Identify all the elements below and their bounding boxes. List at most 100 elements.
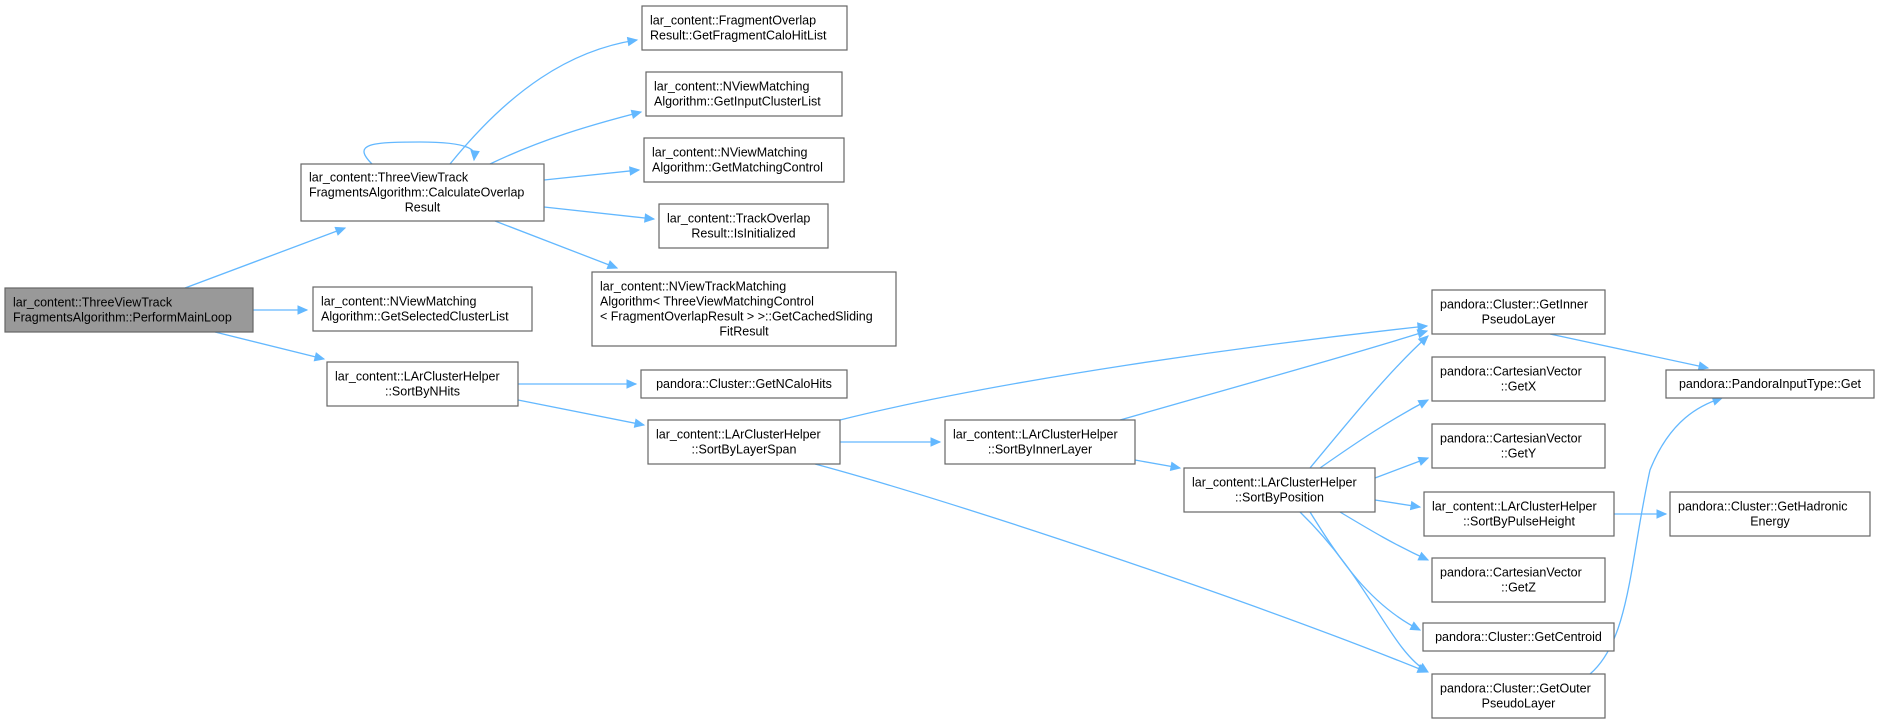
node-box <box>647 419 841 465</box>
arrowhead <box>470 150 480 162</box>
edge-position-to-getz <box>1339 511 1430 561</box>
node-pulse[interactable]: lar_content::LArClusterHelper::SortByPul… <box>1423 491 1615 537</box>
node-label: ::SortByPosition <box>1235 491 1324 505</box>
node-getz[interactable]: pandora::CartesianVector::GetZ <box>1431 557 1606 603</box>
edge-calc-to-fragcalo <box>449 36 639 165</box>
edge-line <box>494 220 618 269</box>
edge-calc-to-calc <box>363 141 480 165</box>
edge-position-to-getinner <box>1309 335 1429 469</box>
node-centroid[interactable]: pandora::Cluster::GetCentroid <box>1422 622 1615 652</box>
node-label: pandora::PandoraInputType::Get <box>1679 377 1862 391</box>
node-label: ::SortByNHits <box>385 385 460 399</box>
arrowhead <box>1656 509 1668 519</box>
node-label: FitResult <box>719 325 769 339</box>
node-box <box>1665 369 1875 399</box>
node-label: lar_content::TrackOverlap <box>667 212 810 226</box>
arrowhead <box>1417 456 1430 466</box>
edge-line <box>1339 511 1429 561</box>
node-box <box>312 286 533 332</box>
node-box <box>1431 356 1606 402</box>
node-label: Algorithm< ThreeViewMatchingControl <box>600 295 814 309</box>
edge-calc-to-getmatch <box>543 166 641 181</box>
node-label: ::GetZ <box>1501 581 1536 595</box>
edge-line <box>489 111 642 165</box>
node-label: lar_content::ThreeViewTrack <box>13 296 173 310</box>
node-getx[interactable]: pandora::CartesianVector::GetX <box>1431 356 1606 402</box>
node-isinit[interactable]: lar_content::TrackOverlapResult::IsIniti… <box>658 203 829 249</box>
node-layerspan[interactable]: lar_content::LArClusterHelper::SortByLay… <box>647 419 841 465</box>
node-label: ::SortByPulseHeight <box>1463 515 1575 529</box>
node-label: ::SortByInnerLayer <box>988 443 1092 457</box>
node-sortnhits[interactable]: lar_content::LArClusterHelper::SortByNHi… <box>326 361 519 407</box>
edge-position-to-getouter <box>1299 511 1430 673</box>
arrowhead <box>297 305 309 315</box>
node-box <box>326 361 519 407</box>
node-label: FragmentsAlgorithm::PerformMainLoop <box>13 311 232 325</box>
node-box <box>591 271 897 347</box>
node-position[interactable]: lar_content::LArClusterHelper::SortByPos… <box>1183 467 1376 513</box>
node-label: ::GetX <box>1501 380 1537 394</box>
edge-calc-to-getinput <box>489 109 643 165</box>
node-label: Result::GetFragmentCaloHitList <box>650 29 827 43</box>
arrowhead <box>930 437 942 447</box>
node-label: ::GetY <box>1501 447 1537 461</box>
arrowhead <box>630 109 643 119</box>
arrowhead <box>1169 461 1182 472</box>
edge-line <box>449 39 638 165</box>
node-label: lar_content::NViewMatching <box>652 146 807 160</box>
node-getncalo[interactable]: pandora::Cluster::GetNCaloHits <box>640 369 848 399</box>
node-perform[interactable]: lar_content::ThreeViewTrackFragmentsAlgo… <box>4 287 254 333</box>
node-box <box>641 5 848 51</box>
node-label: pandora::Cluster::GetCentroid <box>1435 630 1602 644</box>
edge-line <box>363 141 476 165</box>
edge-line <box>1549 333 1709 369</box>
node-getsel[interactable]: lar_content::NViewMatchingAlgorithm::Get… <box>312 286 533 332</box>
node-label: pandora::Cluster::GetNCaloHits <box>656 377 832 391</box>
edge-position-to-pulse <box>1374 499 1422 511</box>
node-calc[interactable]: lar_content::ThreeViewTrackFragmentsAlgo… <box>300 163 545 222</box>
node-pget[interactable]: pandora::PandoraInputType::Get <box>1665 369 1875 399</box>
arrowhead <box>629 166 641 176</box>
node-label: PseudoLayer <box>1482 697 1556 711</box>
node-box <box>1431 557 1606 603</box>
node-label: lar_content::LArClusterHelper <box>1192 476 1357 490</box>
arrowhead <box>1417 399 1430 409</box>
arrowhead <box>1417 662 1430 673</box>
node-box <box>1431 423 1606 469</box>
node-box <box>1422 622 1615 652</box>
nodes-layer: lar_content::ThreeViewTrackFragmentsAlgo… <box>4 5 1875 719</box>
edge-line <box>1309 511 1421 631</box>
node-label: < FragmentOverlapResult > >::GetCachedSl… <box>600 310 873 324</box>
node-label: lar_content::NViewMatching <box>321 295 476 309</box>
node-gety[interactable]: pandora::CartesianVector::GetY <box>1431 423 1606 469</box>
node-label: pandora::CartesianVector <box>1440 365 1582 379</box>
node-fragcalo[interactable]: lar_content::FragmentOverlapResult::GetF… <box>641 5 848 51</box>
node-getinput[interactable]: lar_content::NViewMatchingAlgorithm::Get… <box>645 71 843 117</box>
edge-perform-to-getsel <box>253 305 309 315</box>
node-label: pandora::Cluster::GetInner <box>1440 298 1588 312</box>
node-cached[interactable]: lar_content::NViewTrackMatchingAlgorithm… <box>591 271 897 347</box>
node-label: Energy <box>1750 515 1790 529</box>
edge-line <box>517 399 645 426</box>
arrowhead <box>334 226 347 236</box>
edge-calc-to-cached <box>494 220 619 270</box>
edge-line <box>1119 330 1428 421</box>
edge-line <box>814 463 1428 673</box>
edge-position-to-centroid <box>1309 511 1422 631</box>
edge-line <box>214 331 325 360</box>
node-box <box>4 287 254 333</box>
edge-position-to-getx <box>1319 399 1430 469</box>
edge-sortnhits-to-layerspan <box>517 399 646 428</box>
node-box <box>1669 491 1871 537</box>
arrowhead <box>313 352 326 362</box>
edge-line <box>543 206 655 220</box>
node-label: lar_content::ThreeViewTrack <box>309 171 469 185</box>
edge-layerspan-to-innerlayer <box>840 437 942 447</box>
edge-line <box>839 325 1428 421</box>
node-getmatch[interactable]: lar_content::NViewMatchingAlgorithm::Get… <box>643 137 845 183</box>
node-innerlayer[interactable]: lar_content::LArClusterHelper::SortByInn… <box>944 419 1136 465</box>
